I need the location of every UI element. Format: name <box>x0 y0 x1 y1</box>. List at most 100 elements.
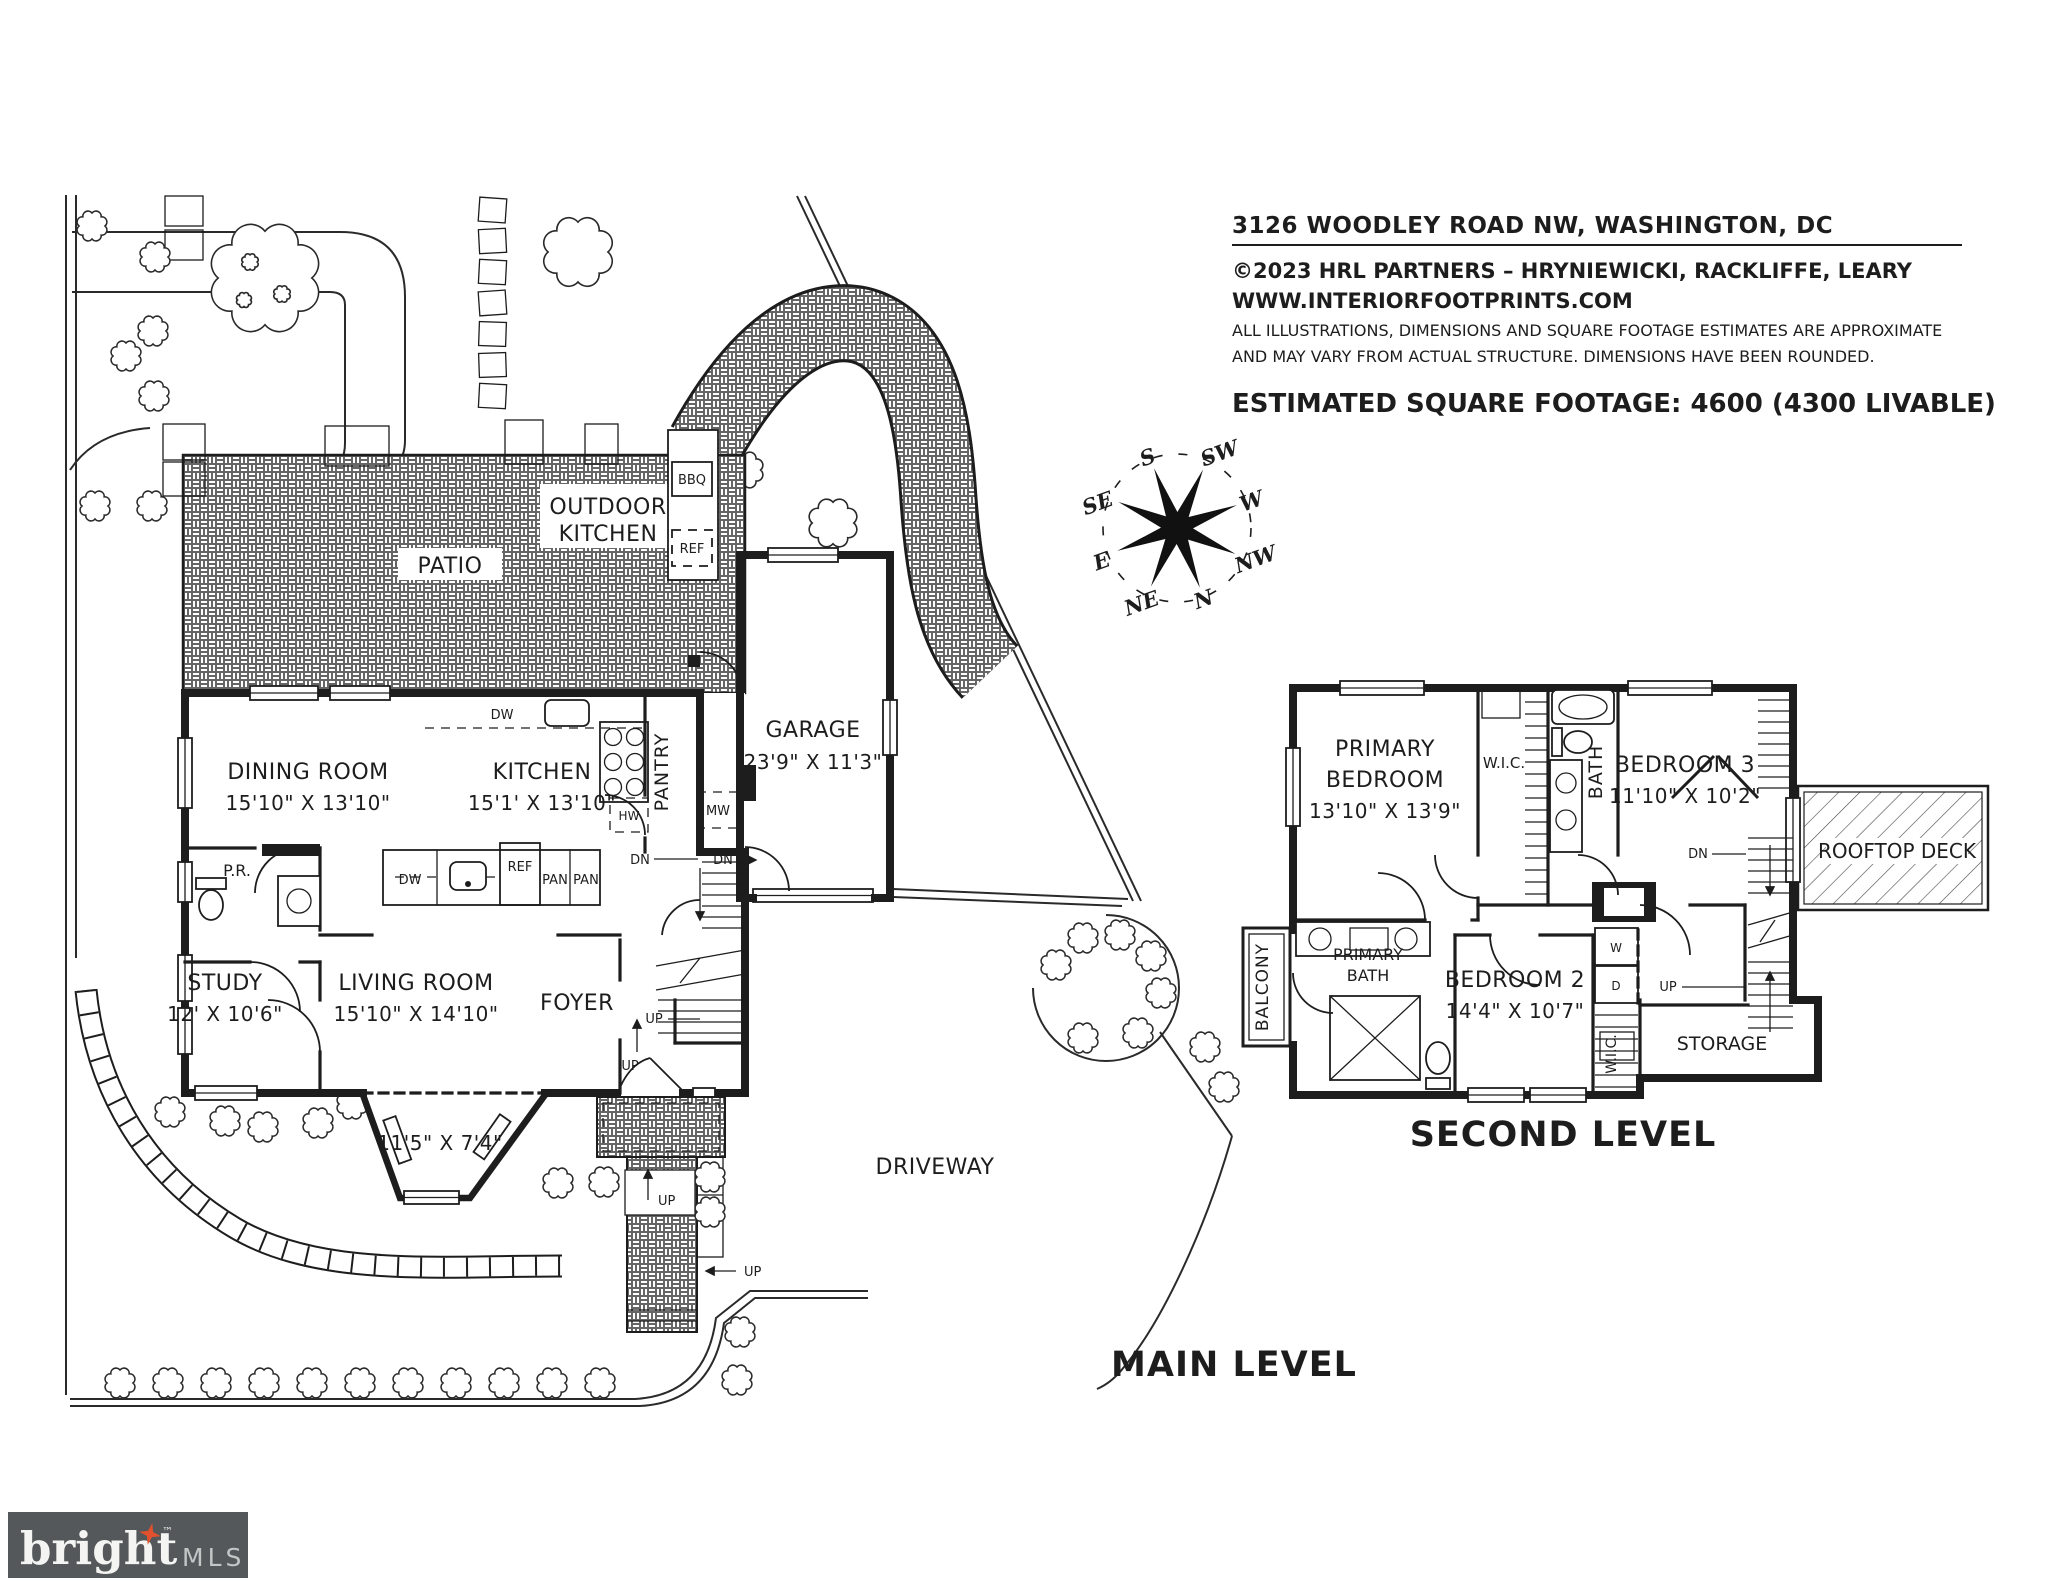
up-entry-label: UP <box>621 1059 639 1074</box>
bedroom3-dims: 11'10" X 10'2" <box>1609 784 1761 808</box>
primary-bedroom-dims: 13'10" X 13'9" <box>1309 799 1461 823</box>
pan1-label: PAN <box>542 873 568 888</box>
bedroom3-label: BEDROOM 3 <box>1615 753 1755 778</box>
second-stairs: DN UP <box>1659 837 1794 1032</box>
kitchen-fixtures: DW HW MW DW REF PAN PAN <box>382 699 740 906</box>
windows-main <box>177 685 716 1205</box>
compass-se: SE <box>1079 486 1118 520</box>
bath-label: BATH <box>1585 745 1607 799</box>
logo-star-icon <box>139 1523 161 1545</box>
porch-dims: 11'5" X 7'4" <box>377 1131 502 1155</box>
living-dims: 15'10" X 14'10" <box>333 1002 498 1026</box>
dw-island-label: DW <box>399 873 422 888</box>
website: WWW.INTERIORFOOTPRINTS.COM <box>1232 289 1633 313</box>
patio-label: PATIO <box>418 554 483 579</box>
garage: GARAGE 23'9" X 11'3" <box>736 547 898 903</box>
compass-e: E <box>1089 546 1114 576</box>
washer-label: W <box>1610 941 1622 955</box>
driveway-label: DRIVEWAY <box>876 1155 995 1180</box>
property-lines <box>796 195 1233 1390</box>
outdoor-kitchen: BBQ REF OUTDOOR KITCHEN <box>540 429 719 667</box>
second-interior-walls <box>1291 686 1750 1097</box>
compass-nw: NW <box>1230 539 1282 578</box>
street-edge-lines <box>65 195 868 1407</box>
outdoor-kitchen-label1: OUTDOOR <box>549 495 666 520</box>
ref-island-label: REF <box>508 860 533 875</box>
address: 3126 WOODLEY ROAD NW, WASHINGTON, DC <box>1232 213 1833 239</box>
wic-label: W.I.C. <box>1483 754 1525 772</box>
garage-dims: 23'9" X 11'3" <box>744 750 883 774</box>
logo-brand: bright <box>20 1522 177 1575</box>
dn-garage-label: DN <box>713 853 733 868</box>
dn-second-label: DN <box>1688 847 1708 862</box>
windows-second <box>1285 680 1801 1103</box>
pan2-label: PAN <box>573 873 599 888</box>
brightmls-logo: bright ™ MLS <box>8 1512 248 1578</box>
second-level: ROOFTOP DECK BALCONY <box>1241 680 1990 1155</box>
kitchen-dims: 15'1' X 13'10" <box>468 791 616 815</box>
main-house: GARAGE 23'9" X 11'3" <box>167 547 898 1205</box>
primary-bath-fixtures <box>1295 921 1451 1090</box>
disclaimer-line1: ALL ILLUSTRATIONS, DIMENSIONS AND SQUARE… <box>1232 321 1942 340</box>
copyright: ©2023 HRL PARTNERS – HRYNIEWICKI, RACKLI… <box>1232 259 1913 283</box>
kitchen-label: KITCHEN <box>493 760 592 785</box>
second-level-title: SECOND LEVEL <box>1410 1115 1717 1155</box>
compass-ne: NE <box>1120 585 1164 621</box>
compass-s: S <box>1136 443 1159 472</box>
walkway-brick <box>673 287 1018 697</box>
compass-n: N <box>1189 584 1217 615</box>
patio-area: BBQ REF OUTDOOR KITCHEN PATIO <box>162 284 1020 699</box>
bedroom2-label: BEDROOM 2 <box>1445 968 1585 993</box>
bedroom2-dims: 14'4" X 10'7" <box>1446 999 1585 1023</box>
compass-w: W <box>1236 484 1269 516</box>
stepping-stones <box>477 196 508 410</box>
foyer-label: FOYER <box>540 991 614 1016</box>
primary-bath-label1: PRIMARY <box>1333 945 1403 964</box>
hw-label: HW <box>619 809 640 823</box>
dining-label: DINING ROOM <box>227 760 388 785</box>
dn-stair-label: DN <box>630 853 650 868</box>
powder-room: P.R. <box>195 861 321 927</box>
study-label: STUDY <box>187 971 262 996</box>
logo-tm: ™ <box>162 1525 173 1538</box>
dw-counter-label: DW <box>491 708 514 723</box>
storage-label: STORAGE <box>1677 1033 1767 1055</box>
pantry-label: PANTRY <box>651 733 673 812</box>
hall-bath-fixtures <box>1549 689 1615 853</box>
closet-shelving <box>1481 689 1790 1088</box>
doors-second <box>1292 854 1691 1014</box>
compass-sw: SW <box>1197 434 1244 472</box>
hedge-row <box>104 1367 616 1399</box>
planting-bed <box>1032 914 1240 1103</box>
up-walk-label: UP <box>658 1194 676 1209</box>
balcony-label: BALCONY <box>1253 943 1273 1031</box>
washer-dryer: W D <box>1594 927 1639 1004</box>
square-footage: ESTIMATED SQUARE FOOTAGE: 4600 (4300 LIV… <box>1232 389 1996 419</box>
disclaimer-line2: AND MAY VARY FROM ACTUAL STRUCTURE. DIME… <box>1232 347 1875 366</box>
dining-dims: 15'10" X 13'10" <box>225 791 390 815</box>
header: 3126 WOODLEY ROAD NW, WASHINGTON, DC ©20… <box>1232 213 1996 419</box>
logo-background <box>8 1512 248 1578</box>
garage-label: GARAGE <box>765 718 860 743</box>
dryer-label: D <box>1611 979 1620 993</box>
up-steps-label: UP <box>744 1265 762 1280</box>
up-stair-label: UP <box>645 1012 663 1027</box>
compass-star <box>1117 468 1237 588</box>
stone-wall <box>74 988 563 1279</box>
primary-bath-label2: BATH <box>1347 966 1389 985</box>
front-entry: UP UP <box>596 1096 762 1333</box>
study-dims: 12' X 10'6" <box>167 1002 283 1026</box>
rooftop-deck: ROOFTOP DECK <box>1796 784 1990 912</box>
main-level-title: MAIN LEVEL <box>1111 1345 1357 1385</box>
logo-mls: MLS <box>182 1543 245 1572</box>
rooftop-deck-label: ROOFTOP DECK <box>1818 839 1977 863</box>
wic2-label: W.I.C. <box>1604 1034 1620 1074</box>
compass-rose: S SW W NW N NE E SE <box>1079 434 1283 621</box>
main-stairs: DN DN UP UP <box>621 853 758 1074</box>
powder-room-label: P.R. <box>223 861 251 880</box>
bbq-label: BBQ <box>678 473 706 488</box>
living-label: LIVING ROOM <box>338 971 493 996</box>
outdoor-ref-label: REF <box>680 542 705 557</box>
